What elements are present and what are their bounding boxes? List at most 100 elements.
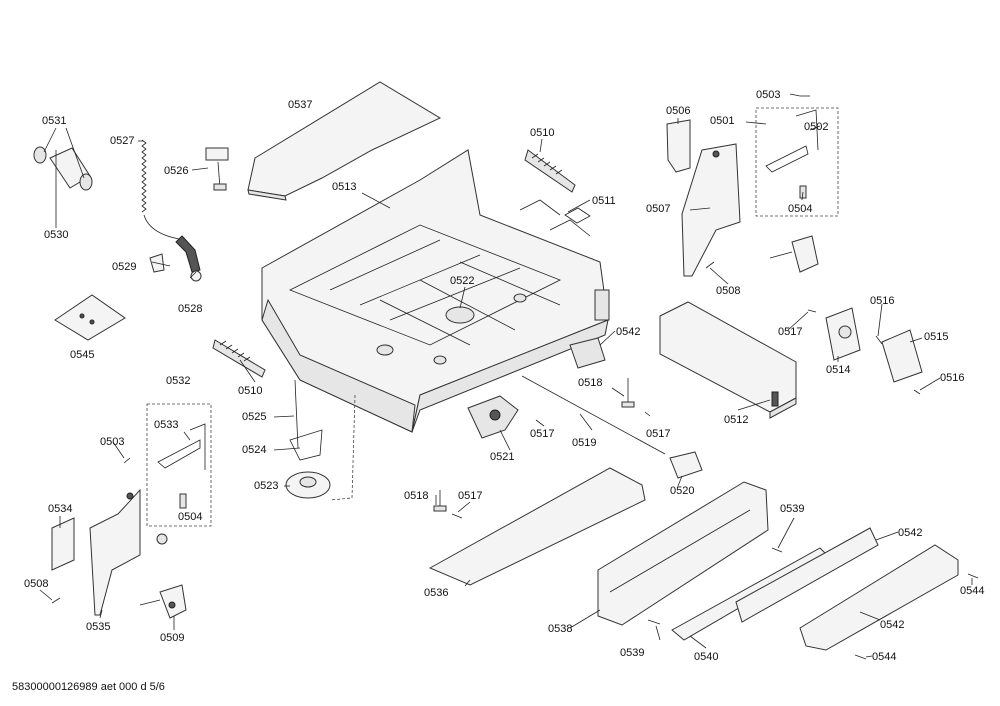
label-0544-right: 0544 [960,585,984,597]
part-0534-plate [51,517,75,571]
part-0542-valve-small [569,337,606,369]
part-0527-spring [141,139,186,241]
part-0506-bracket [666,119,691,173]
label-0530: 0530 [44,229,68,241]
part-0514-bracket [825,307,861,361]
label-0504-right: 0504 [788,203,812,215]
part-0539-screw-a [771,547,783,553]
part-0542-strip-upper [735,527,879,623]
part-0511-clips [564,207,591,224]
label-0523: 0523 [254,480,278,492]
part-0516-screw-a [875,335,883,345]
part-0507-frame [681,143,741,277]
label-0521: 0521 [490,451,514,463]
label-0508-left: 0508 [24,578,48,590]
label-0542-upper: 0542 [898,527,922,539]
part-0509-lever [139,584,187,619]
part-0545-mat [54,294,126,341]
label-0501: 0501 [710,115,734,127]
part-0503-screw-left [123,457,131,464]
part-0509-lever-right [769,235,819,273]
label-0529: 0529 [112,261,136,273]
label-0518-upper: 0518 [578,377,602,389]
label-0526: 0526 [164,165,188,177]
part-0542-strip-lower [799,544,959,651]
part-0544-screw-a [967,573,979,579]
part-0515-cap [881,329,923,383]
part-0530-hose-sleeve [33,146,93,228]
label-0532: 0532 [166,375,190,387]
label-0507: 0507 [646,203,670,215]
label-0517-c: 0517 [458,490,482,502]
label-0539-lower: 0539 [620,647,644,659]
part-0517-screw-b [644,411,651,417]
label-0503-left: 0503 [100,436,124,448]
label-0520: 0520 [670,485,694,497]
label-0542-lower: 0542 [880,619,904,631]
label-0545: 0545 [70,349,94,361]
part-0536-base-plate [428,467,646,586]
label-0542-valve: 0542 [616,326,640,338]
label-0536: 0536 [424,587,448,599]
label-0538: 0538 [548,623,572,635]
part-0532-bracket-assembly [146,403,212,527]
part-0523-float [285,471,331,499]
part-0508-screw-left [51,597,61,604]
label-0522: 0522 [450,275,474,287]
label-0519: 0519 [572,437,596,449]
label-0535: 0535 [86,621,110,633]
label-0518-lower: 0518 [404,490,428,502]
label-0502: 0502 [804,121,828,133]
part-0510-rail-lower [212,339,266,378]
part-0516-screw-b [913,389,921,395]
label-0525: 0525 [242,411,266,423]
label-0540: 0540 [694,651,718,663]
part-0539-screw-b [647,619,661,625]
part-0537-cover-plate [247,81,442,201]
label-0533: 0533 [154,419,178,431]
part-0512-control-housing [659,301,797,419]
label-0513: 0513 [332,181,356,193]
label-0517-d: 0517 [778,326,802,338]
part-0518-screw-upper [621,378,635,408]
part-0513-base-tub [261,149,610,433]
part-0528-hose [175,235,202,282]
part-0544-screw-b [854,654,867,660]
part-0525-float-rod [289,379,323,461]
label-0509: 0509 [160,632,184,644]
part-labels: 0537 0531 0527 0526 0530 0529 0528 0545 … [24,89,984,663]
part-0517-screw-c [451,513,463,519]
label-0544-bottom: 0544 [872,651,896,663]
label-0539-upper: 0539 [780,503,804,515]
part-0519-rod [521,375,666,455]
label-0516-lower: 0516 [940,372,964,384]
label-0527: 0527 [110,135,134,147]
part-0520-end-cap [669,451,703,479]
label-0510-upper: 0510 [530,127,554,139]
part-0508-screw-right [705,261,715,269]
label-0528: 0528 [178,303,202,315]
label-0512: 0512 [724,414,748,426]
part-0521-pump-motor [467,395,519,439]
label-0510-lower: 0510 [238,385,262,397]
part-0518-screw-lower [433,490,447,512]
label-0524: 0524 [242,444,266,456]
label-0506: 0506 [666,105,690,117]
label-0503-right: 0503 [756,89,780,101]
part-0517-screw-a [535,419,545,427]
label-0504-left: 0504 [178,511,202,523]
part-0535-side-bracket [89,488,168,616]
label-0516-upper: 0516 [870,295,894,307]
label-0517-a: 0517 [530,428,554,440]
label-0517-b: 0517 [646,428,670,440]
document-reference-footer: 58300000126989 aet 000 d 5/6 [12,681,165,693]
part-0538-side-panel [597,481,769,626]
label-0537: 0537 [288,99,312,111]
label-0515: 0515 [924,331,948,343]
label-0514: 0514 [826,364,850,376]
label-0531: 0531 [42,115,66,127]
label-0511: 0511 [592,195,616,207]
part-0517-screw-d [807,309,817,313]
label-0534: 0534 [48,503,72,515]
